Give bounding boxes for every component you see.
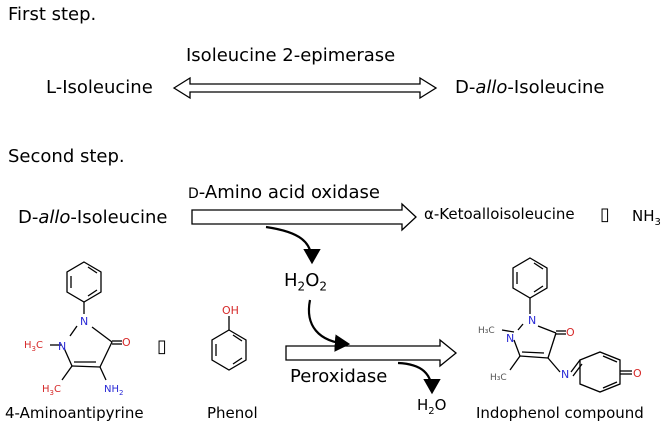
indophenol-name: Indophenol compound <box>476 404 644 422</box>
phenol-oh: OH <box>222 304 239 317</box>
aminoantipyrine-structure <box>50 261 122 381</box>
water-sub: 2 <box>428 406 435 417</box>
water-curve-arrow <box>397 361 441 395</box>
water-h: H <box>417 396 429 414</box>
ammonia-main: NH <box>632 207 655 225</box>
indophenol-structure <box>501 257 632 393</box>
indophenol-o2: O <box>633 367 642 380</box>
first-step-heading: First step. <box>8 4 97 25</box>
indophenol-n3: N <box>561 368 569 381</box>
oxidase-arrow <box>191 202 417 232</box>
allo-italic: allo <box>475 77 508 98</box>
peroxidase-label: Peroxidase <box>290 366 388 387</box>
aminoantipyrine-name: 4-Aminoantipyrine <box>5 404 144 422</box>
indophenol-n2: N <box>506 332 514 345</box>
antipyrine-nh2: NH2 <box>104 384 123 397</box>
antipyrine-o: O <box>122 336 131 349</box>
antipyrine-n2: N <box>58 340 66 353</box>
phenol-name: Phenol <box>207 404 258 422</box>
d-allo-isoleucine-label: D-allo-Isoleucine <box>455 79 604 97</box>
peroxidase-arrow <box>285 338 458 368</box>
water-label: H2O <box>417 398 446 417</box>
phenol-structure <box>211 316 247 371</box>
peroxide-to-reaction-arrow <box>307 299 351 352</box>
hydrogen-peroxide-label: H2O2 <box>284 272 327 293</box>
peroxide-curve-arrow <box>265 225 321 265</box>
l-isoleucine-label: L-Isoleucine <box>46 77 153 98</box>
d-prefix: D- <box>455 77 476 98</box>
equilibrium-arrow <box>172 76 438 100</box>
isoleucine-suffix: -Isoleucine <box>507 77 605 98</box>
antipyrine-n1: N <box>80 315 88 328</box>
substrate-label: D-allo-Isoleucine <box>18 209 167 227</box>
h2o2-sub1: 2 <box>297 279 306 294</box>
h2o2-sub2: 2 <box>319 279 327 294</box>
h2o2-h: H <box>284 270 298 291</box>
antipyrine-h3c-top: H3C <box>24 340 43 353</box>
h2o2-o: O <box>305 270 320 291</box>
substrate-suffix: -Isoleucine <box>70 207 168 228</box>
substrate-d-prefix: D- <box>18 207 39 228</box>
plus-box-2: ▯ <box>157 336 167 357</box>
ammonia-label: NH3 <box>632 209 661 228</box>
antipyrine-h3c-bottom: H3C <box>42 384 61 397</box>
ammonia-sub: 3 <box>654 217 661 228</box>
substrate-allo-italic: allo <box>38 207 71 228</box>
indophenol-n1: N <box>528 314 536 327</box>
indophenol-o1: O <box>566 326 575 339</box>
oxidase-d-prefix: D <box>188 186 199 202</box>
indophenol-methyl-top: H₃C <box>478 326 495 336</box>
water-o: O <box>434 396 447 414</box>
amino-acid-oxidase-label: D-Amino acid oxidase <box>188 184 380 202</box>
second-step-heading: Second step. <box>8 146 125 167</box>
epimerase-label: Isoleucine 2-epimerase <box>186 45 396 66</box>
plus-box-1: ▯ <box>600 204 610 225</box>
ketoalloisoleucine-label: α-Ketoalloisoleucine <box>424 205 575 223</box>
indophenol-methyl-bottom: H₃C <box>490 373 507 383</box>
oxidase-name: -Amino acid oxidase <box>198 182 380 203</box>
